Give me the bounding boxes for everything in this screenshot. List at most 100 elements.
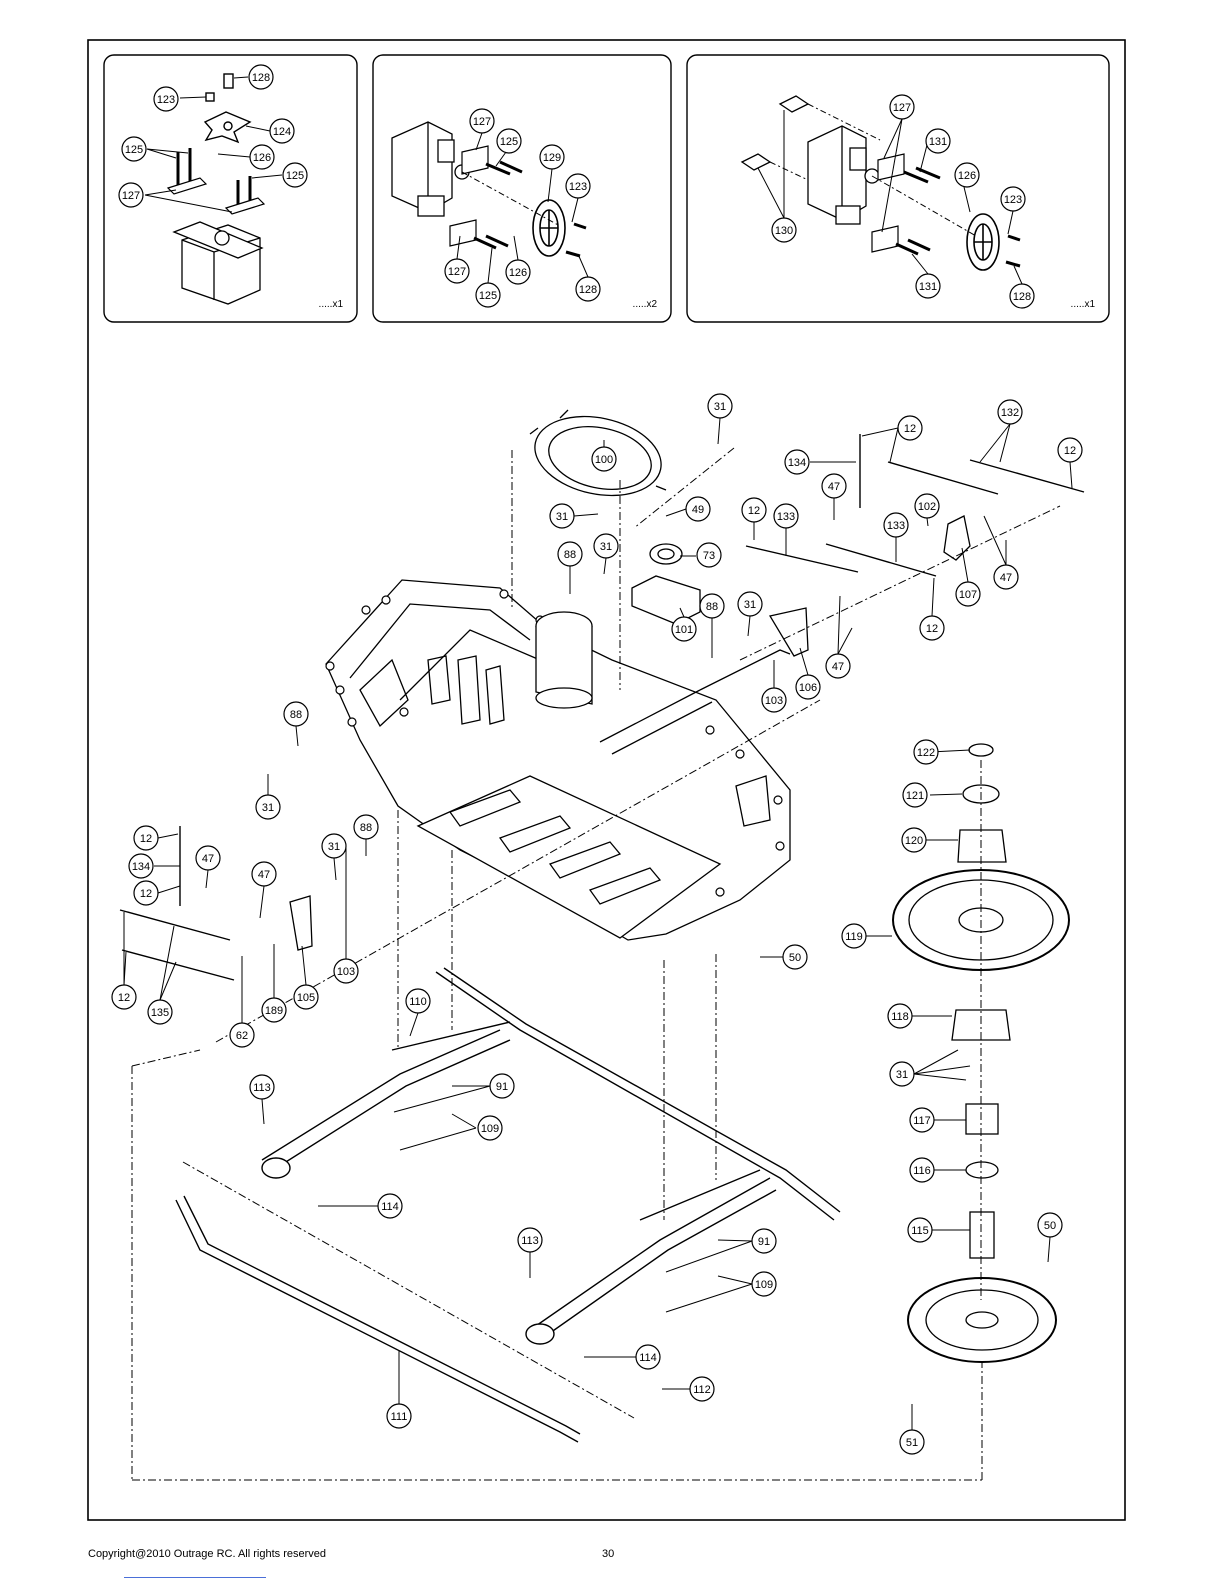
servo-drawing [391,121,470,217]
callout-label: 12 [748,505,760,517]
bellcranks [289,515,971,951]
callout-label: 107 [959,589,977,601]
mount-plates [871,153,905,253]
quantity-label: .....x1 [319,299,344,310]
callout-label: 113 [253,1082,271,1094]
panel-servo-mount-top: 128 123 124 125 126 125 127 .....x1 [103,54,358,323]
callout-label: 120 [905,835,923,847]
callout-label: 73 [703,550,715,562]
callout-label: 12 [140,888,152,900]
callout-label: 126 [253,152,271,164]
callout-label: 106 [799,682,817,694]
callout-label: 49 [692,504,704,516]
callout-label: 109 [481,1123,499,1135]
callout-label: 125 [125,144,143,156]
callout-label: 128 [1013,291,1031,303]
main-callout-leaders [123,417,1073,1430]
callout-label: 111 [391,1411,408,1423]
callout-label: 126 [509,267,527,279]
callout-label: 31 [714,401,726,413]
main-assembly-drawing [119,409,1085,1443]
callout-label: 62 [236,1030,248,1042]
copyright-text: Copyright@2010 Outrage RC. All rights re… [88,1548,326,1560]
callout-label: 47 [828,481,840,493]
callout-label: 31 [600,541,612,553]
callout-label: 50 [789,952,801,964]
footer-underline [124,1577,266,1578]
callout-label: 50 [1044,1220,1056,1232]
callout-label: 189 [265,1005,283,1017]
callout-label: 129 [543,152,561,164]
callout-bubbles [771,94,1035,309]
callout-bubbles [118,64,308,208]
callout-label: 127 [122,190,140,202]
callout-label: 102 [918,501,936,513]
panel-servo-mount-rudder: 127 131 126 123 130 131 128 .....x1 [686,54,1110,323]
panel-servo-mount-side: 127 125 129 123 127 126 125 128 .....x2 [372,54,672,323]
servo-screws [176,148,252,210]
canopy-ring [529,409,667,497]
callout-leaders [144,76,283,213]
callout-label: 125 [479,290,497,302]
servo-wheel [532,199,566,257]
motor-cylinder [535,611,593,709]
callout-label: 47 [258,869,270,881]
callout-label: 103 [765,695,783,707]
callout-label: 132 [1001,407,1019,419]
callout-labels: 127 131 126 123 130 131 128 [775,102,1031,303]
callout-label: 88 [360,822,372,834]
callout-label: 128 [252,72,270,84]
callout-label: 118 [891,1011,909,1023]
callout-label: 105 [297,992,315,1004]
callout-label: 47 [202,853,214,865]
callout-label: 128 [579,284,597,296]
callout-label: 127 [893,102,911,114]
callout-label: 127 [473,116,491,128]
callout-label: 88 [706,601,718,613]
callout-label: 12 [118,992,130,1004]
callout-label: 31 [262,802,274,814]
callout-label: 126 [958,170,976,182]
callout-label: 112 [693,1384,711,1396]
page-border [87,39,1126,1521]
callout-label: 109 [755,1279,773,1291]
gear-stack [892,743,1070,1363]
servo-screws [895,166,1021,268]
callout-label: 123 [157,94,175,106]
callout-label: 91 [496,1081,508,1093]
callout-label: 125 [500,136,518,148]
callout-label: 103 [337,966,355,978]
page-number: 30 [602,1548,615,1560]
callout-label: 130 [775,225,793,237]
axis-lines [769,103,977,237]
callout-label: 113 [521,1235,539,1247]
callout-leaders [456,132,589,284]
callout-label: 133 [887,520,905,532]
servo-wheel [966,213,1000,271]
callout-label: 47 [1000,572,1012,584]
control-rods [119,434,1085,981]
callout-labels: 128 123 124 125 126 125 127 [122,72,304,202]
main-callout-labels: 31 132 12 100 134 12 47 102 49 31 12 133… [118,401,1076,1449]
callout-label: 12 [904,423,916,435]
callout-label: 88 [290,709,302,721]
callout-bubbles [444,108,601,308]
callout-label: 135 [151,1007,169,1019]
callout-label: 12 [926,623,938,635]
callout-label: 121 [906,790,924,802]
callout-label: 31 [556,511,568,523]
callout-label: 133 [777,511,795,523]
skid-tube [175,1199,579,1443]
callout-label: 115 [911,1225,929,1237]
callout-labels: 127 125 129 123 127 126 125 128 [448,116,597,302]
callout-label: 124 [273,126,291,138]
callout-label: 101 [675,624,693,636]
callout-label: 31 [896,1069,908,1081]
callout-label: 122 [917,747,935,759]
callout-label: 127 [448,266,466,278]
callout-label: 134 [132,861,150,873]
callout-label: 100 [595,454,613,466]
callout-label: 123 [1004,194,1022,206]
callout-label: 123 [569,181,587,193]
